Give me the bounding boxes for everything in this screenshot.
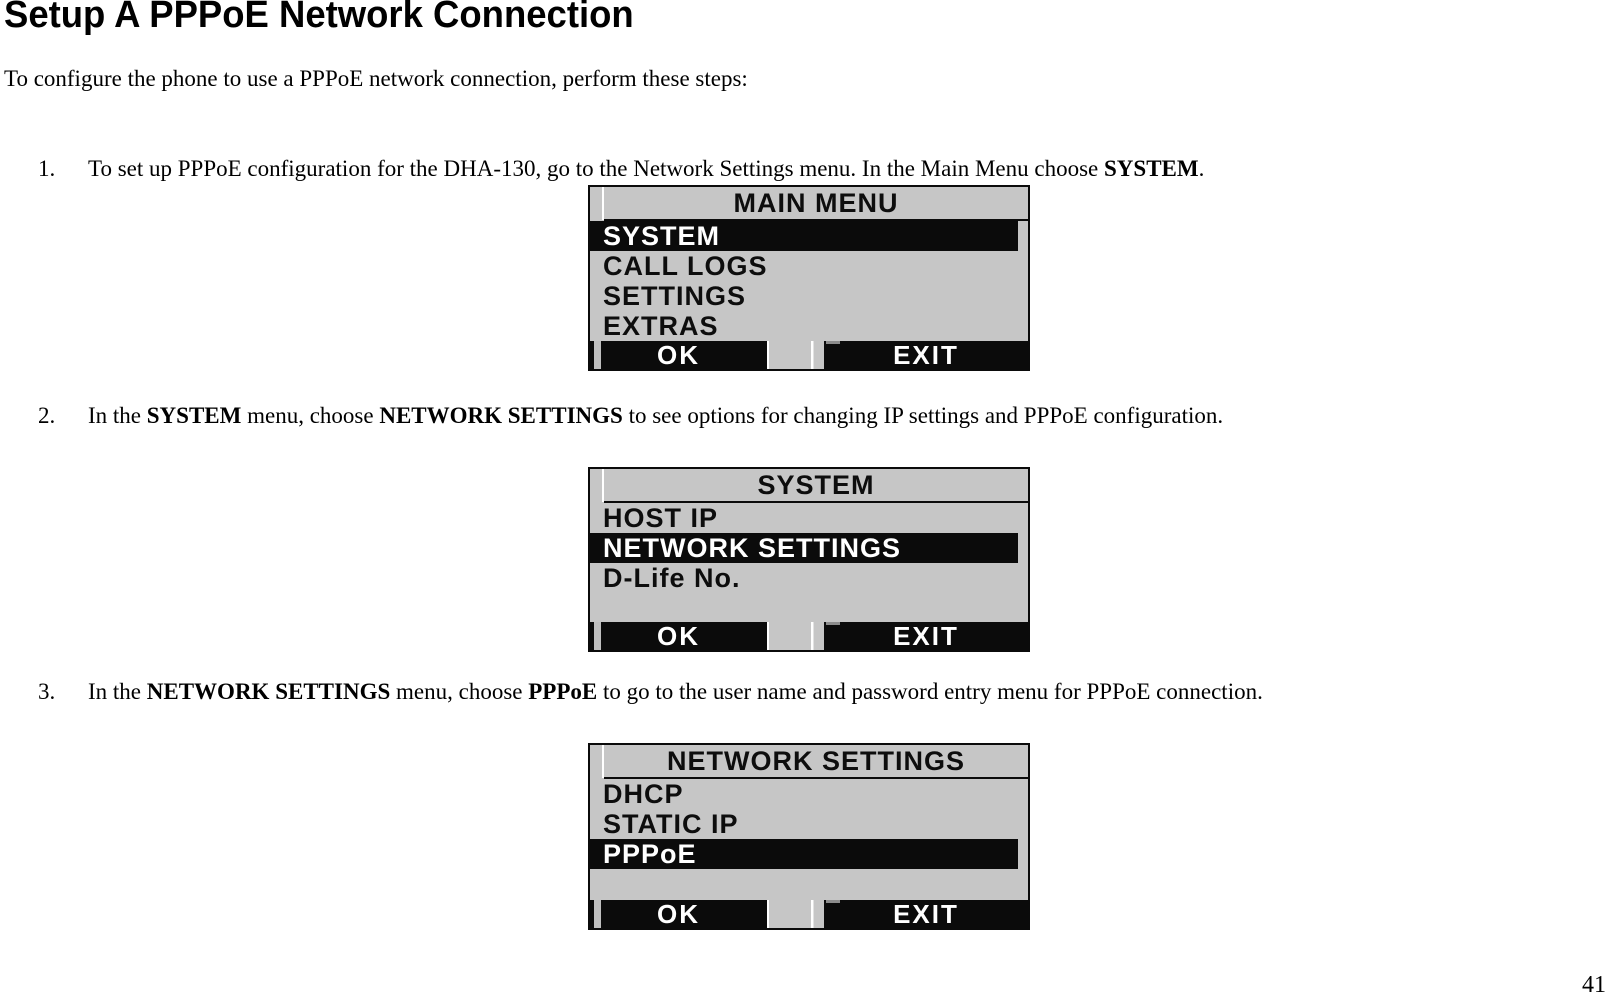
softkey-bar: OK EXIT [590,900,1028,928]
menu-item: STATIC IP [603,809,739,839]
softkey-bar-notch [594,622,601,650]
softkey-exit: EXIT [824,341,1028,369]
softkey-bar-tick [826,900,840,903]
step-number: 2. [38,403,56,428]
softkey-bar: OK EXIT [590,622,1028,650]
intro-paragraph: To configure the phone to use a PPPoE ne… [4,66,748,91]
page-title: Setup A PPPoE Network Connection [4,0,634,36]
softkey-ok: OK [590,341,767,369]
softkey-exit: EXIT [824,622,1028,650]
lcd-left-strip [590,745,604,778]
menu-item: SETTINGS [603,281,747,311]
step-text-run: to see options for changing IP settings … [622,403,1224,428]
menu-item-selected: NETWORK SETTINGS [590,533,1018,563]
menu-item: D-Life No. [603,563,741,593]
step-text: To set up PPPoE configuration for the DH… [88,156,1204,181]
softkey-exit: EXIT [824,900,1028,928]
softkey-gap [767,341,824,369]
lcd-title-main-menu: MAIN MENU [604,187,1028,221]
step-text-bold-run: NETWORK SETTINGS [146,679,391,704]
step-text-bold-run: SYSTEM [1104,156,1199,181]
step-item-3: 3. In the NETWORK SETTINGS menu, choose P… [0,679,1610,705]
softkey-gap [767,900,824,928]
step-text-run: To set up PPPoE configuration for the DH… [88,156,1104,181]
step-text-run: menu, choose [241,403,380,428]
softkey-bar-notch [594,341,601,369]
step-text-run: to go to the user name and password entr… [597,679,1263,704]
softkey-bar-notch [594,900,601,928]
menu-item: EXTRAS [603,311,719,341]
lcd-title-network-settings: NETWORK SETTINGS [604,745,1028,779]
step-number: 3. [38,679,56,704]
step-text-bold-run: SYSTEM [146,403,242,428]
lcd-left-strip [590,469,604,502]
menu-item-selected: SYSTEM [590,221,1018,251]
lcd-left-strip [590,187,604,220]
step-text: In the NETWORK SETTINGS menu, choose PPP… [88,679,1263,704]
lcd-title-system: SYSTEM [604,469,1028,503]
step-text-run: . [1198,156,1205,181]
step-number: 1. [38,156,56,181]
step-text: In the SYSTEM menu, choose NETWORK SETTI… [88,403,1223,428]
menu-item: DHCP [603,779,684,809]
step-text-run: In the [88,403,147,428]
menu-item: HOST IP [603,503,719,533]
page-number: 41 [1582,972,1606,998]
step-text-run: In the [88,679,147,704]
menu-item-selected: PPPoE [590,839,1018,869]
step-item-1: 1. To set up PPPoE configuration for the … [0,156,1610,182]
step-item-2: 2. In the SYSTEM menu, choose NETWORK SET… [0,403,1610,429]
menu-item: CALL LOGS [603,251,768,281]
softkey-bar-tick [826,341,840,344]
softkey-ok: OK [590,622,767,650]
step-text-bold-run: PPPoE [528,679,598,704]
softkey-bar: OK EXIT [590,341,1028,369]
step-text-bold-run: NETWORK SETTINGS [379,403,623,428]
step-text-run: menu, choose [390,679,529,704]
softkey-ok: OK [590,900,767,928]
softkey-gap [767,622,824,650]
softkey-bar-tick [826,622,840,625]
